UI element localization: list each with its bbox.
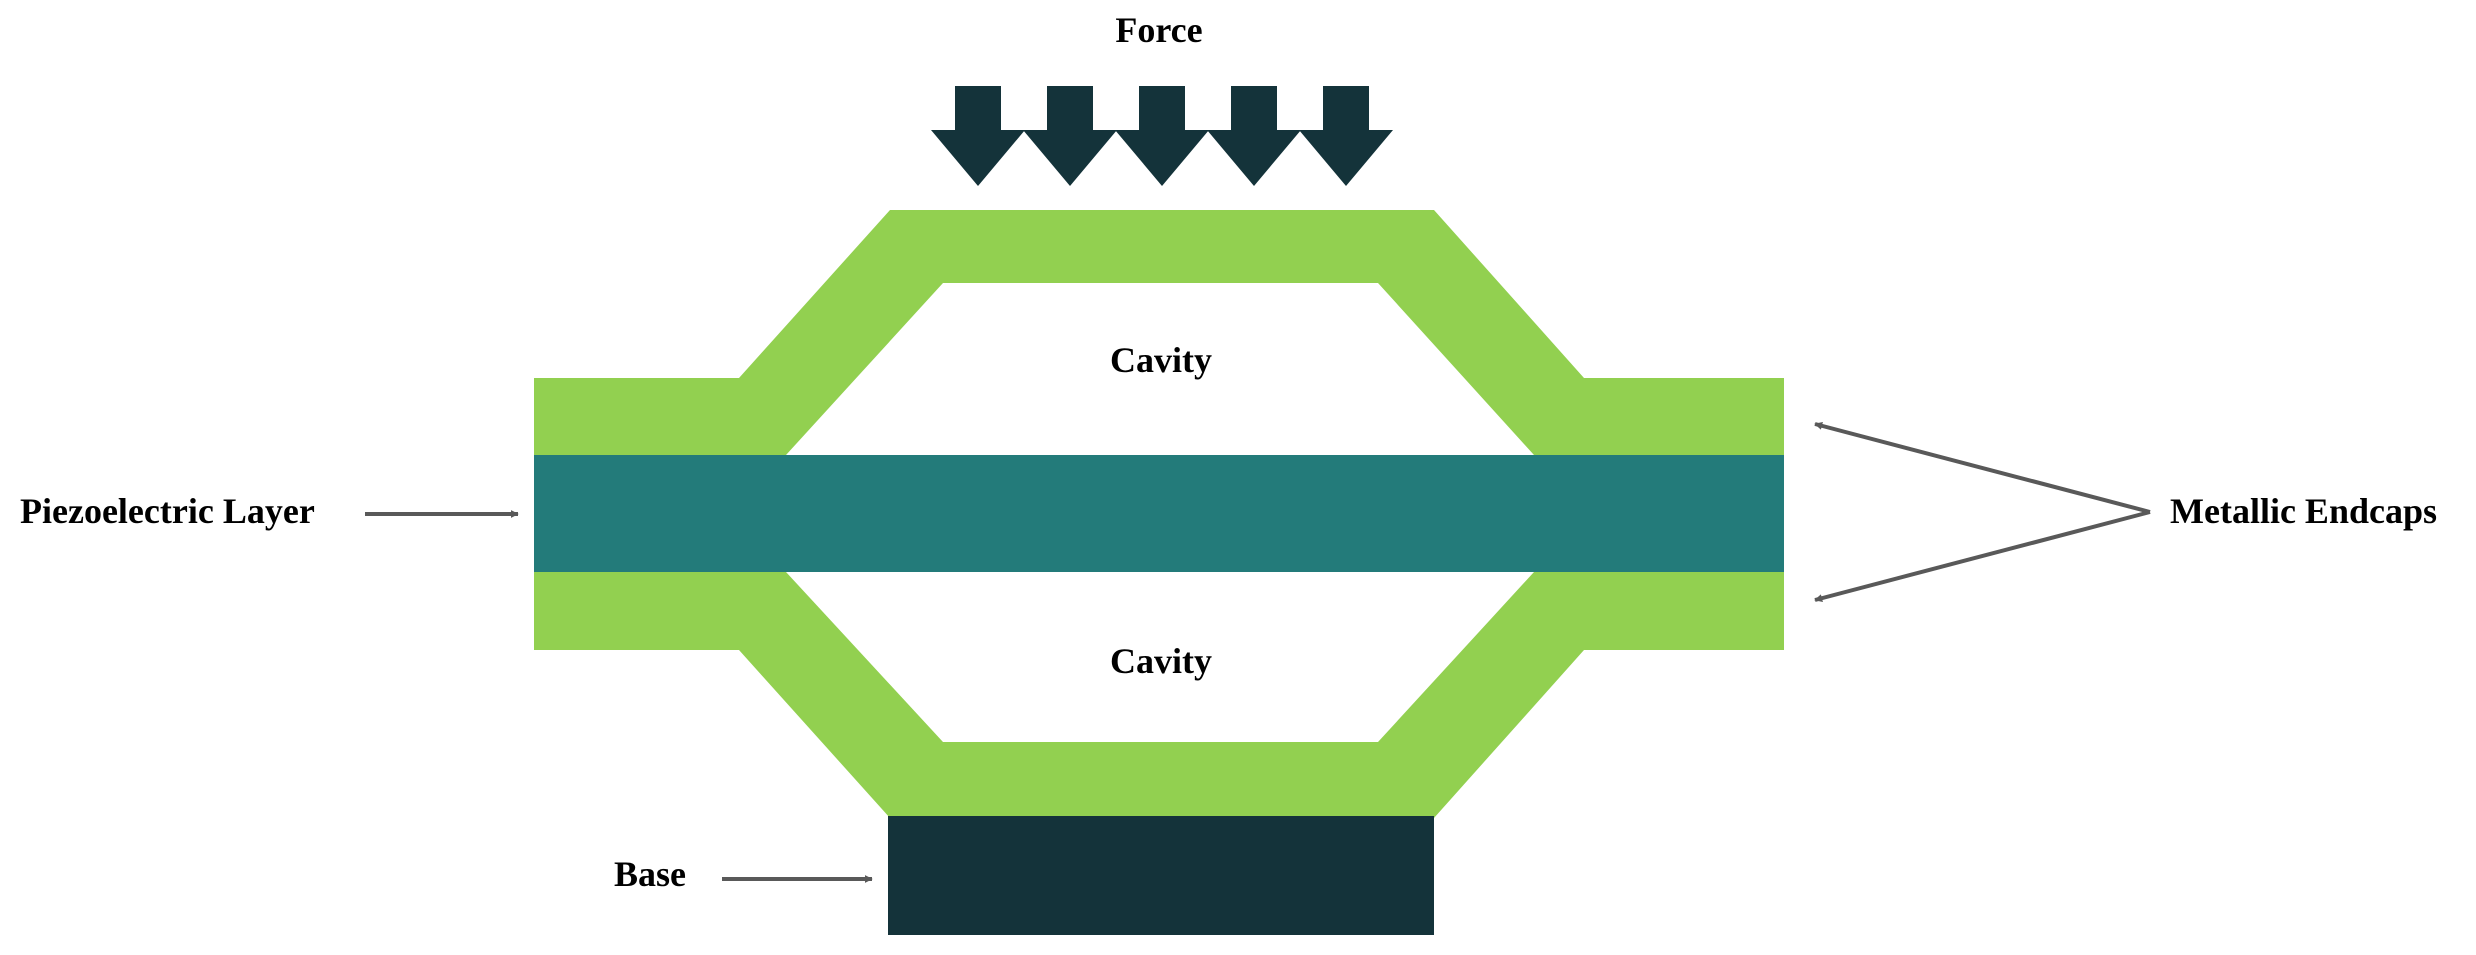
lower-cavity (786, 572, 1534, 742)
cavity-bottom-label: Cavity (1110, 641, 1212, 681)
force-label: Force (1115, 10, 1202, 50)
piezoelectric-layer-label: Piezoelectric Layer (20, 491, 315, 531)
force-arrows (931, 86, 1393, 186)
base-block (888, 816, 1434, 935)
piezoelectric-layer (534, 455, 1784, 572)
base-label: Base (614, 854, 686, 894)
force-arrow (1023, 86, 1117, 186)
force-arrow (1299, 86, 1393, 186)
metallic-endcaps-label: Metallic Endcaps (2170, 491, 2437, 531)
force-arrow (1207, 86, 1301, 186)
upper-cavity (786, 283, 1534, 455)
cavity-top-label: Cavity (1110, 340, 1212, 380)
endcap-upper-pointer-arrow (1814, 421, 2151, 514)
force-arrow (931, 86, 1025, 186)
endcap-lower-pointer-arrow (1814, 510, 2151, 603)
force-arrow (1115, 86, 1209, 186)
